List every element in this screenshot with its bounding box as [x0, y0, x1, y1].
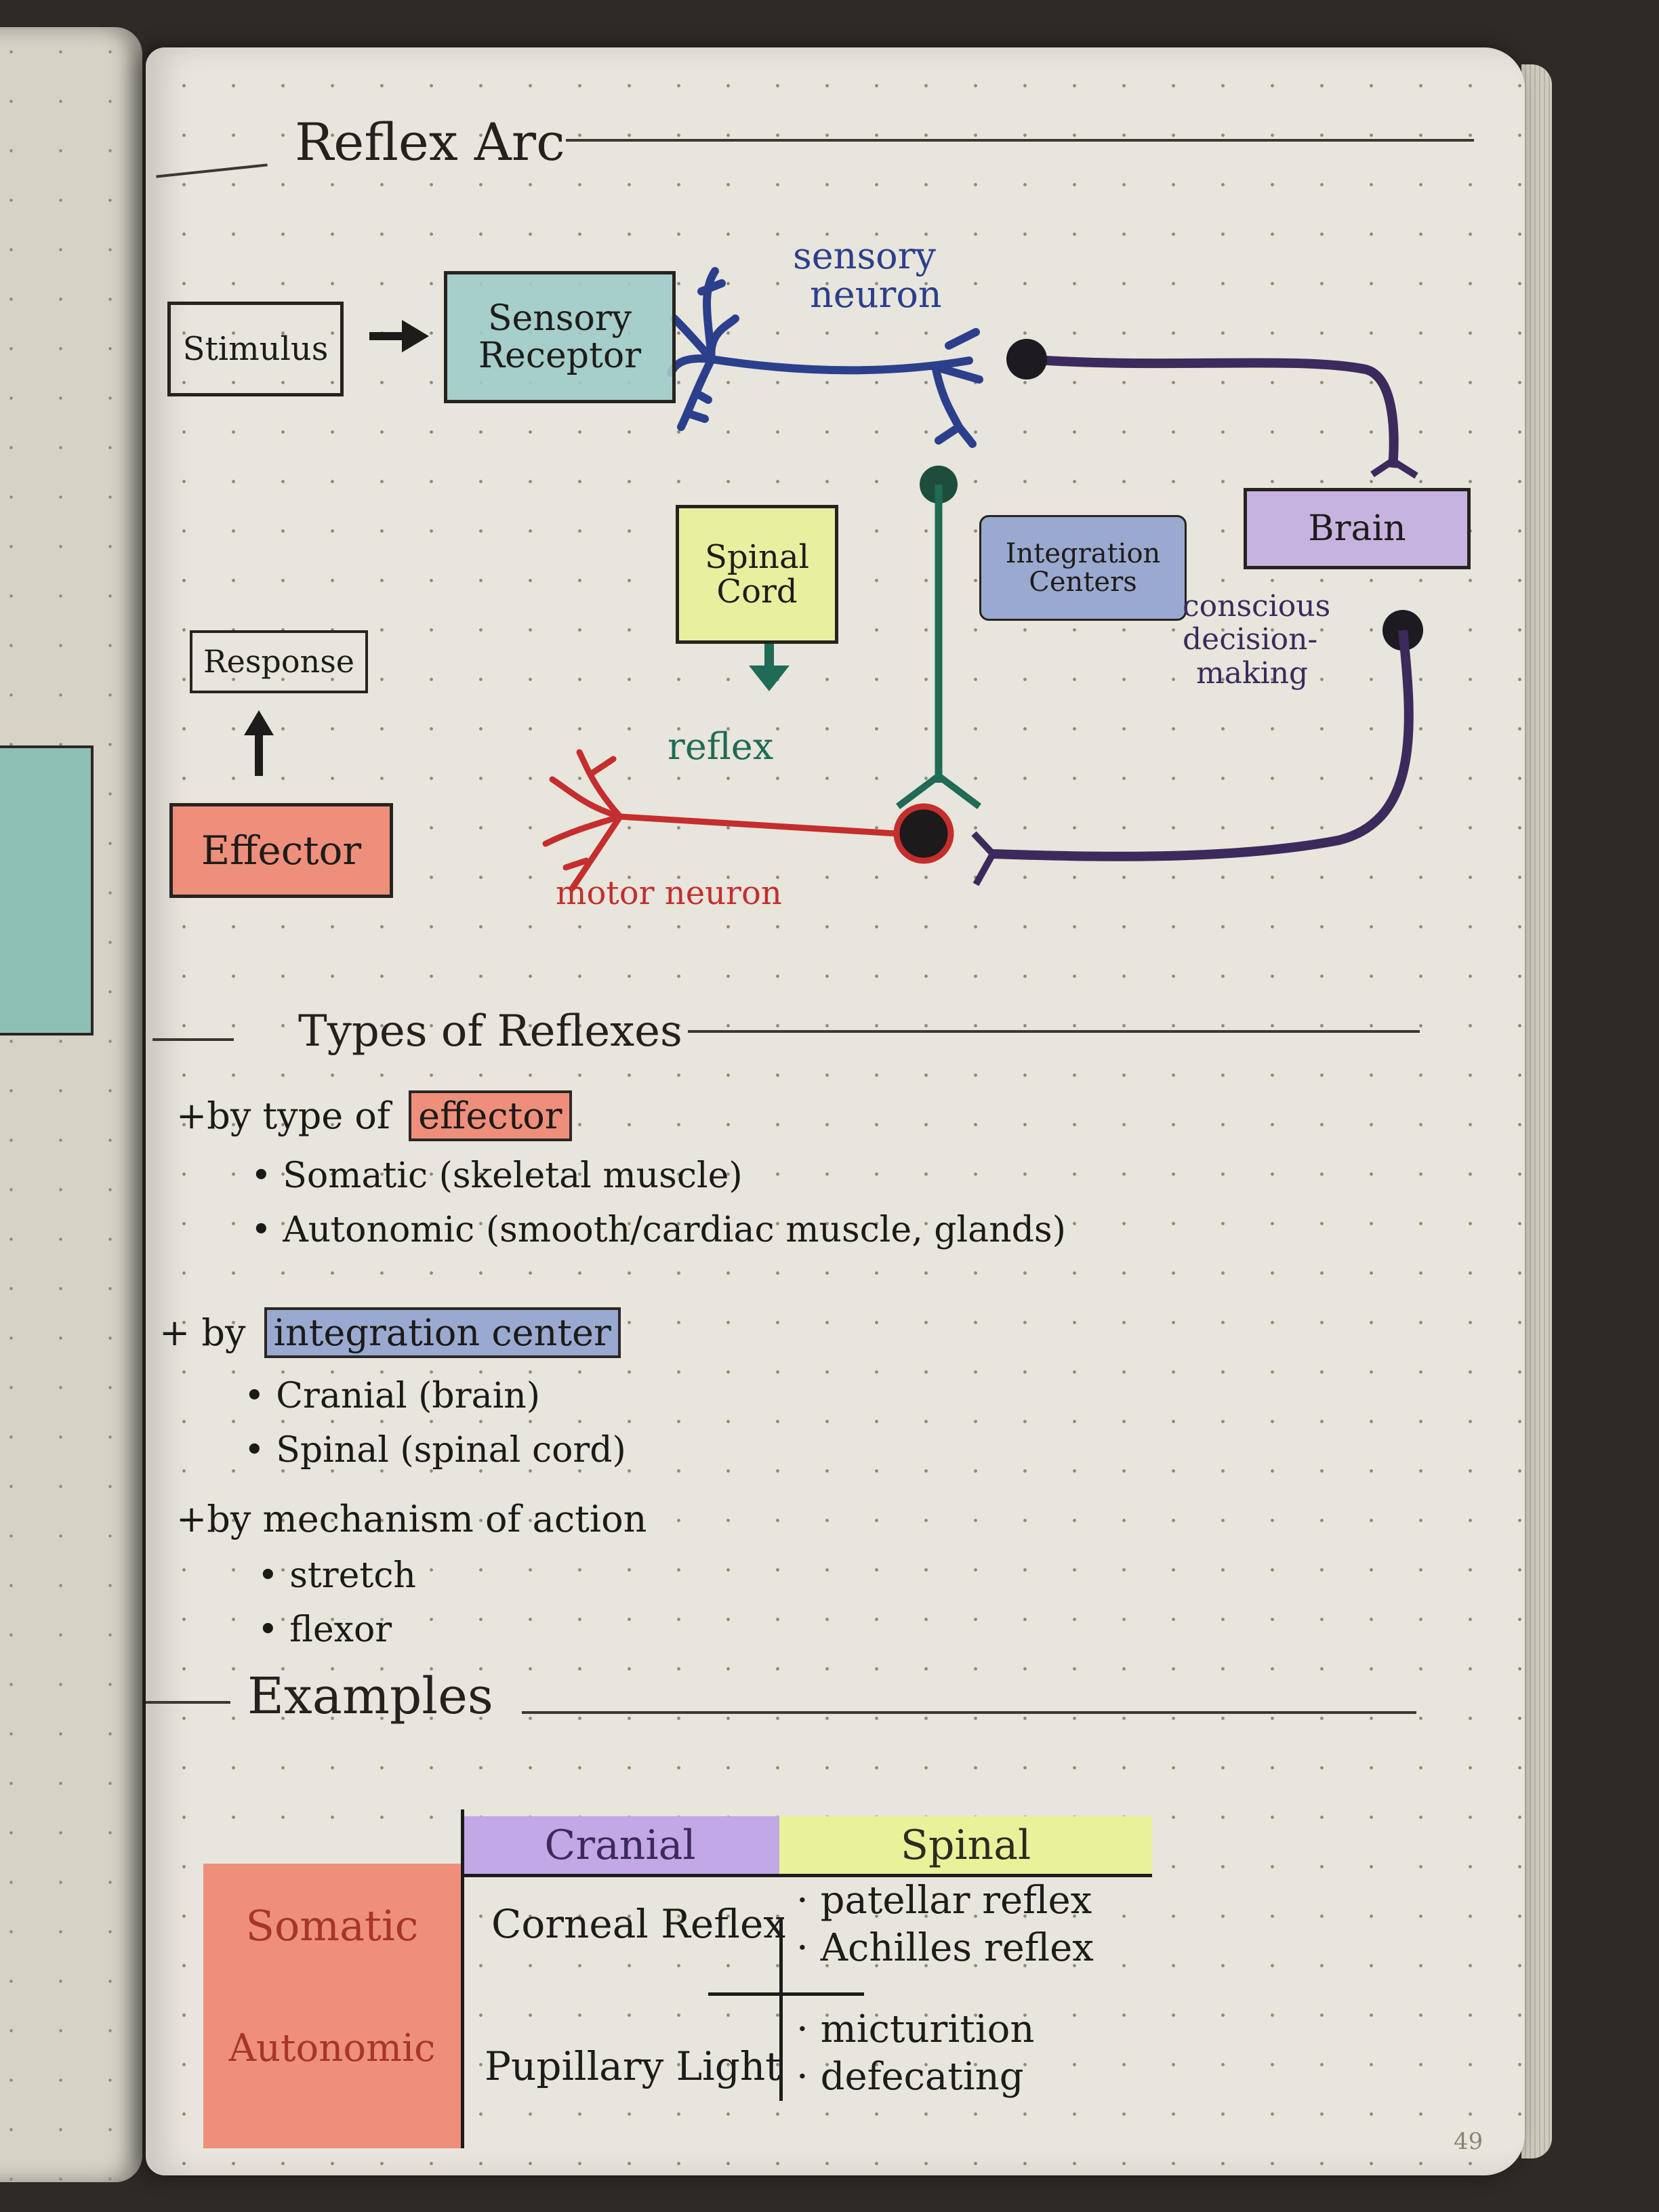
- type-group-integration: + by integration center: [159, 1307, 621, 1358]
- title-rule-right: [566, 139, 1474, 142]
- autonomic-spinal-item-2-text: defecating: [820, 2055, 1024, 2099]
- cell-divider-horizontal: [708, 1992, 864, 1996]
- effector-box: Effector: [169, 803, 393, 898]
- sensory-receptor-box: Sensory Receptor: [444, 271, 676, 403]
- autonomic-spinal-item-2: · defecating: [796, 2055, 1024, 2099]
- type-group-effector: +by type of effector: [176, 1090, 572, 1141]
- page-title: Reflex Arc: [295, 112, 565, 172]
- notebook-page: Reflex Arc: [146, 47, 1525, 2175]
- brain-box: Brain: [1244, 488, 1471, 569]
- sensory-neuron-label: sensory neuron: [793, 237, 942, 314]
- spinal-cord-box: Spinal Cord: [676, 505, 838, 644]
- row-label-somatic: Somatic: [245, 1901, 419, 1950]
- integration-centers-line-2: Centers: [1029, 567, 1137, 598]
- reflex-arrow: [749, 644, 790, 691]
- types-rule-right: [688, 1030, 1420, 1033]
- type-group-integration-prefix: + by: [159, 1311, 246, 1354]
- integration-centers-box: Integration Centers: [979, 515, 1187, 621]
- type-item-stretch-text: stretch: [289, 1555, 416, 1596]
- spinal-cord-line-2: Cord: [716, 572, 798, 611]
- reflex-label: reflex: [668, 725, 774, 768]
- integration-center-highlight: integration center: [264, 1307, 621, 1358]
- conscious-line-1: conscious: [1183, 589, 1331, 623]
- row-label-divider: [461, 1809, 464, 2148]
- page-number: 49: [1454, 2128, 1483, 2155]
- somatic-spinal-item-1: · patellar reflex: [796, 1879, 1092, 1923]
- autonomic-spinal-examples: · micturition · defecating: [796, 2006, 1034, 2101]
- conscious-line-2: decision-: [1183, 622, 1318, 657]
- sensory-receptor-line-2: Receptor: [478, 335, 642, 376]
- autonomic-cranial-example: Pupillary Light: [485, 2043, 781, 2089]
- type-item-cranial-text: Cranial (brain): [276, 1376, 540, 1416]
- somatic-spinal-item-2: · Achilles reflex: [796, 1926, 1094, 1970]
- type-item-stretch: • stretch: [258, 1555, 416, 1596]
- types-heading: Types of Reflexes: [298, 1006, 682, 1057]
- arrow-stimulus-to-receptor: [369, 320, 429, 352]
- row-label-autonomic: Autonomic: [228, 2026, 436, 2070]
- spinal-cord-line-1: Spinal: [705, 538, 809, 577]
- type-item-flexor-text: flexor: [289, 1610, 392, 1650]
- examples-rule-left: [146, 1701, 230, 1704]
- cranial-column-header: Cranial: [461, 1816, 779, 1874]
- examples-rule-right: [522, 1711, 1416, 1714]
- somatic-spinal-examples: · patellar reflex · Achilles reflex: [796, 1877, 1094, 1972]
- spinal-column-header: Spinal: [779, 1816, 1152, 1874]
- sensory-receptor-line-1: Sensory: [487, 298, 632, 339]
- response-box: Response: [190, 630, 368, 693]
- previous-page: [0, 27, 142, 2182]
- somatic-cranial-example: Corneal Reflex: [491, 1901, 785, 1947]
- stimulus-box: Stimulus: [167, 302, 344, 396]
- somatic-spinal-item-2-text: Achilles reflex: [820, 1926, 1094, 1970]
- examples-heading: Examples: [247, 1667, 493, 1725]
- somatic-spinal-item-1-text: patellar reflex: [820, 1879, 1092, 1923]
- type-item-spinal: • Spinal (spinal cord): [244, 1430, 626, 1471]
- conscious-line-3: making: [1196, 655, 1309, 691]
- autonomic-spinal-item-1-text: micturition: [820, 2007, 1035, 2051]
- type-group-effector-prefix: +by type of: [176, 1094, 390, 1137]
- effector-highlight: effector: [409, 1090, 572, 1141]
- conscious-label: conscious decision- making: [1183, 590, 1330, 690]
- sensory-neuron-label-line-1: sensory: [793, 234, 936, 277]
- type-item-somatic: • Somatic (skeletal muscle): [251, 1155, 743, 1196]
- sensory-to-brain-tract: [1006, 339, 1418, 479]
- type-item-autonomic: • Autonomic (smooth/cardiac muscle, glan…: [251, 1210, 1066, 1250]
- cranial-column-label: Cranial: [544, 1822, 696, 1869]
- cell-divider-vertical: [779, 1918, 783, 2101]
- autonomic-spinal-item-1: · micturition: [796, 2007, 1035, 2051]
- row-label-column: Somatic Autonomic: [203, 1864, 461, 2148]
- sensory-neuron-label-line-2: neuron: [810, 272, 942, 316]
- type-item-somatic-text: Somatic (skeletal muscle): [283, 1155, 743, 1196]
- interneuron: [896, 466, 981, 809]
- type-group-mechanism: +by mechanism of action: [176, 1498, 647, 1540]
- arrow-effector-to-response: [244, 710, 274, 776]
- types-rule-left: [152, 1038, 234, 1041]
- type-item-flexor: • flexor: [258, 1610, 392, 1650]
- type-item-cranial: • Cranial (brain): [244, 1376, 540, 1416]
- motor-neuron: [542, 749, 954, 891]
- type-item-autonomic-text: Autonomic (smooth/cardiac muscle, glands…: [283, 1210, 1066, 1250]
- spinal-column-label: Spinal: [900, 1822, 1031, 1869]
- page-edge: [1521, 64, 1552, 2158]
- type-item-spinal-text: Spinal (spinal cord): [276, 1430, 626, 1471]
- integration-centers-line-1: Integration: [1005, 538, 1161, 569]
- motor-neuron-label: motor neuron: [556, 874, 782, 912]
- brain-descending-tract: [971, 610, 1423, 886]
- header-underline: [461, 1874, 1152, 1877]
- reflex-arc-diagram: [244, 267, 1423, 891]
